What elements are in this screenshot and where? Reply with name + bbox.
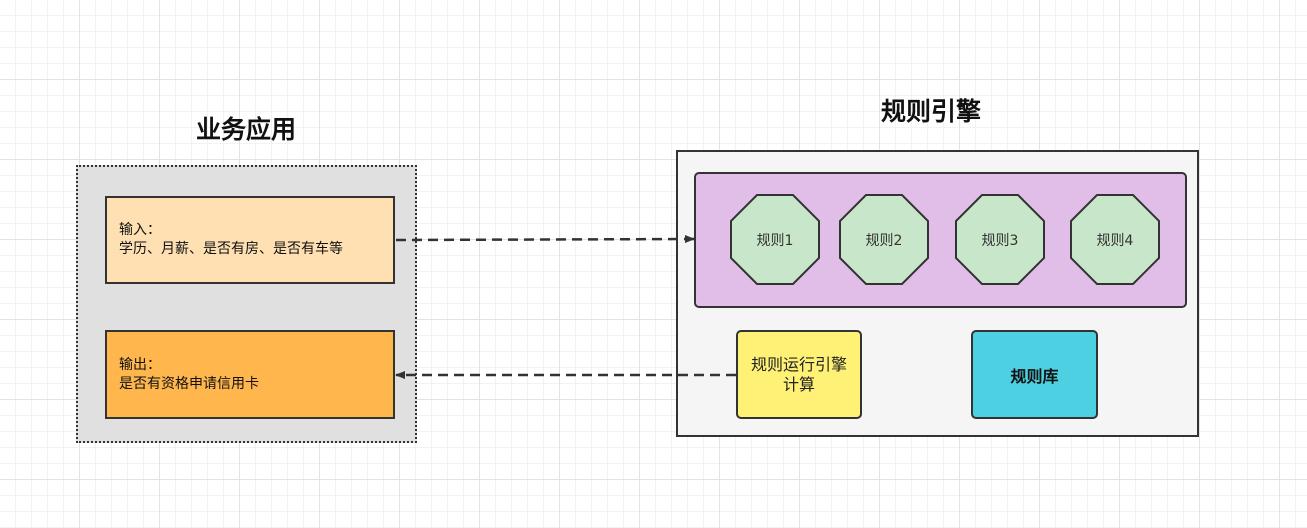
rule-4-octagon[interactable] bbox=[1070, 194, 1160, 285]
output-text: 是否有资格申请信用卡 bbox=[119, 375, 259, 392]
engine-calc-label: 规则运行引擎计算 bbox=[750, 354, 847, 394]
rule-2-label: 规则2 bbox=[865, 233, 903, 249]
input-label: 输入： bbox=[119, 222, 161, 238]
input-box[interactable]: 输入： 学历、月薪、是否有房、是否有车等 bbox=[105, 196, 395, 284]
rule-1-label: 规则1 bbox=[756, 233, 794, 249]
app-title: 业务应用 bbox=[195, 115, 296, 144]
output-label: 输出： bbox=[119, 356, 161, 373]
engine-title: 规则引擎 bbox=[880, 97, 981, 126]
rule-1-octagon[interactable] bbox=[730, 194, 820, 285]
rule-4-label: 规则4 bbox=[1096, 233, 1134, 249]
output-box[interactable]: 输出： 是否有资格申请信用卡 bbox=[105, 330, 395, 419]
input-to-rules-arrow bbox=[395, 235, 695, 244]
rule-library-box[interactable]: 规则库 bbox=[971, 330, 1098, 419]
rule-2-octagon[interactable] bbox=[839, 194, 929, 285]
rule-3-label: 规则3 bbox=[981, 233, 1019, 249]
rule-library-label: 规则库 bbox=[1010, 366, 1059, 386]
engine-calc-box[interactable]: 规则运行引擎计算 bbox=[736, 330, 862, 419]
input-text: 学历、月薪、是否有房、是否有车等 bbox=[119, 241, 343, 257]
rule-3-octagon[interactable] bbox=[955, 194, 1045, 285]
